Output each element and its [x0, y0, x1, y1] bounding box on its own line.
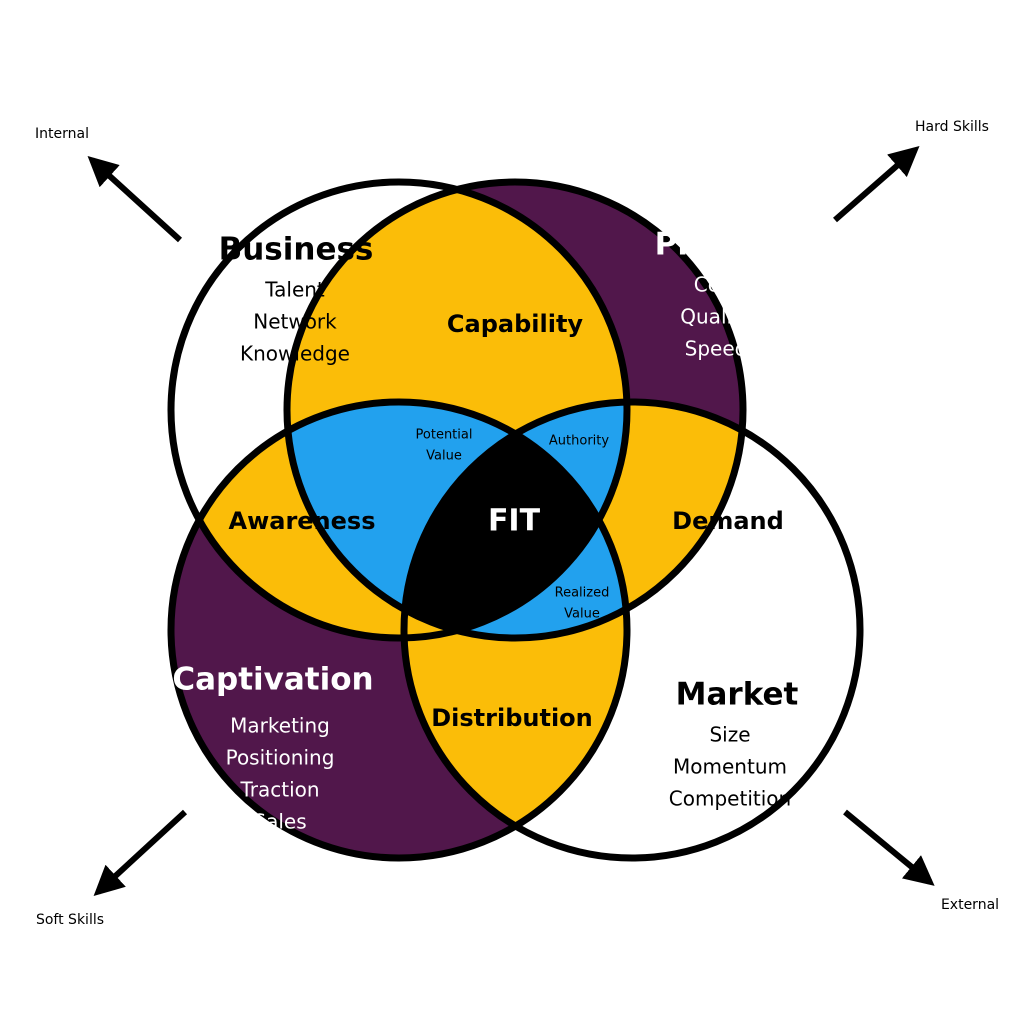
product-item: Cost [694, 273, 739, 297]
captivation-item: Traction [239, 778, 319, 802]
arrow-hard-skills [833, 146, 920, 223]
realized-value-label: Value [564, 607, 600, 622]
authority-label: Authority [549, 434, 609, 449]
axis-label-internal: Internal [35, 126, 89, 142]
circle-outlines [167, 178, 864, 862]
business-item: Knowledge [240, 342, 350, 366]
market-title: Market [676, 677, 799, 713]
product-item: Quality [680, 305, 752, 329]
arrow-soft-skills [93, 809, 188, 897]
business-item: Network [253, 310, 337, 334]
captivation-item: Positioning [226, 746, 335, 770]
captivation-item: Marketing [230, 714, 330, 738]
arrow-external [843, 809, 935, 886]
arrow-internal [87, 155, 183, 243]
captivation-item: Sales [253, 810, 306, 834]
market-item: Competition [669, 787, 791, 811]
demand-label: Demand [672, 507, 784, 535]
realized-value-label: Realized [555, 586, 610, 601]
axis-label-soft-skills: Soft Skills [36, 912, 104, 928]
business-title: Business [219, 232, 374, 268]
capability-label: Capability [447, 310, 584, 338]
captivation-title: Captivation [172, 662, 373, 698]
awareness-label: Awareness [229, 507, 376, 535]
axis-label-external: External [941, 897, 999, 913]
attention-label: Attention [420, 592, 480, 607]
axis-label-hard-skills: Hard Skills [915, 119, 989, 135]
fit-label: FIT [488, 504, 541, 539]
potential-value-label: Value [426, 449, 462, 464]
product-item: Speed [685, 337, 748, 361]
potential-value-label: Potential [416, 428, 473, 443]
market-item: Momentum [673, 755, 787, 779]
market-item: Size [709, 723, 750, 747]
distribution-label: Distribution [431, 704, 593, 732]
business-item: Talent [264, 278, 325, 302]
product-title: Product [655, 227, 792, 263]
